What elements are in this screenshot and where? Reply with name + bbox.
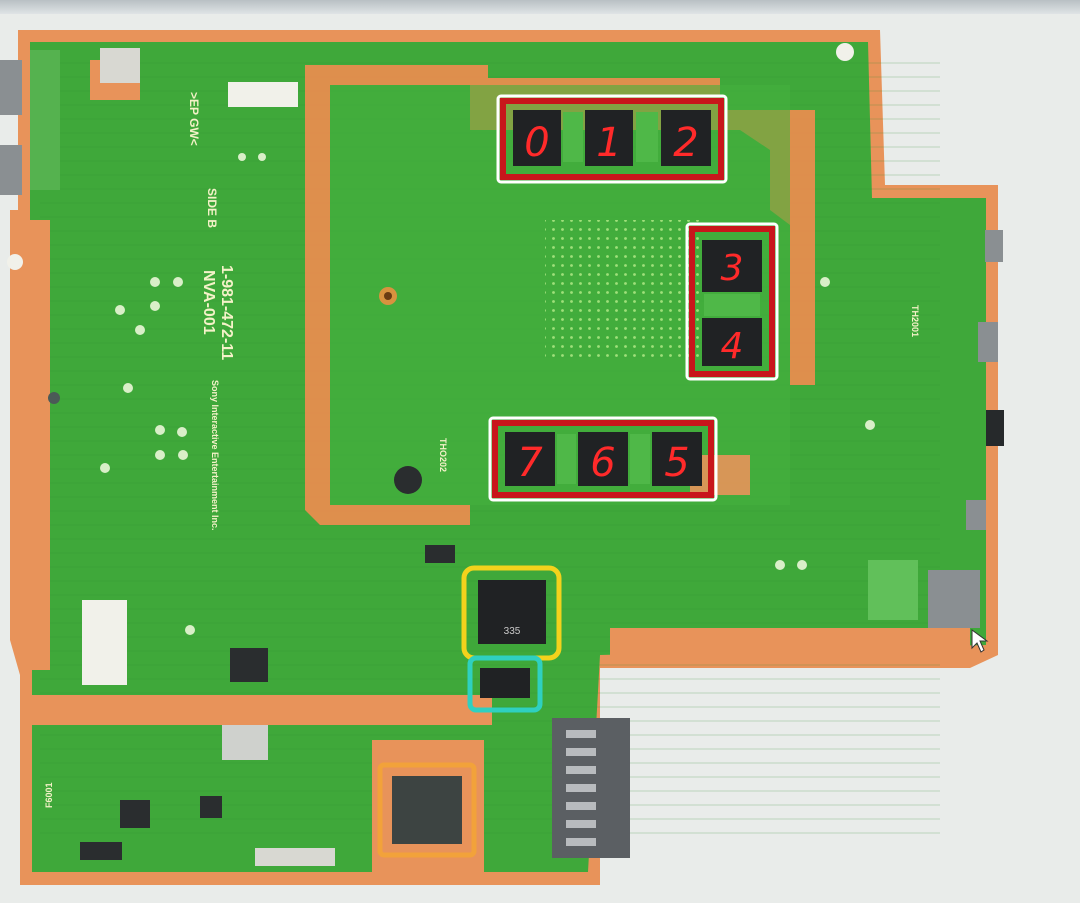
part-number-label: 1-981-472-11 xyxy=(218,265,235,360)
southbridge-highlight: 335 xyxy=(461,565,562,661)
bottom-left-label: F6001 xyxy=(44,782,54,808)
memory-group-right: 3 4 xyxy=(685,222,779,381)
wifi-module-chip xyxy=(392,776,462,844)
memory-chip-3 xyxy=(702,240,762,292)
monitor-bezel xyxy=(0,0,1080,14)
memory-label-7: 7 xyxy=(517,440,543,486)
usb-port-lower xyxy=(0,145,22,195)
model-label: NVA-001 xyxy=(200,270,217,335)
memory-chip-7 xyxy=(505,432,555,486)
soc-bga-pads xyxy=(545,220,705,360)
mouse-cursor-icon xyxy=(971,629,989,653)
southbridge-chip xyxy=(478,580,546,644)
memory-label-0: 0 xyxy=(524,120,549,166)
ep-gw-label: >EP GW< xyxy=(187,92,201,146)
memory-chip-6 xyxy=(578,432,628,486)
memory-chip-2 xyxy=(661,110,711,166)
memory-chip-4 xyxy=(702,318,762,366)
right-edge-label: TH2001 xyxy=(910,305,920,337)
memory-group-bottom: 7 6 5 xyxy=(488,416,718,502)
memory-label-1: 1 xyxy=(596,120,621,166)
card-reader xyxy=(928,570,980,628)
manufacturer-label: Sony Interactive Entertainment Inc. xyxy=(210,380,220,531)
southbridge-chip-label: 335 xyxy=(504,626,521,637)
memory-chip-5 xyxy=(652,432,702,486)
memory-label-3: 3 xyxy=(721,248,744,289)
memory-chip-0 xyxy=(513,110,561,166)
flash-highlight xyxy=(467,655,543,713)
memory-label-6: 6 xyxy=(590,440,615,486)
center-label: THO202 xyxy=(438,438,448,472)
memory-label-4: 4 xyxy=(721,326,744,367)
wifi-module-highlight xyxy=(377,762,477,858)
flash-chip xyxy=(480,668,530,698)
usb-port-upper xyxy=(0,60,22,115)
side-label: SIDE B xyxy=(205,188,219,228)
memory-label-5: 5 xyxy=(664,440,689,486)
memory-chip-1 xyxy=(585,110,633,166)
memory-label-2: 2 xyxy=(673,120,698,166)
memory-group-top: 0 1 2 xyxy=(496,94,728,184)
